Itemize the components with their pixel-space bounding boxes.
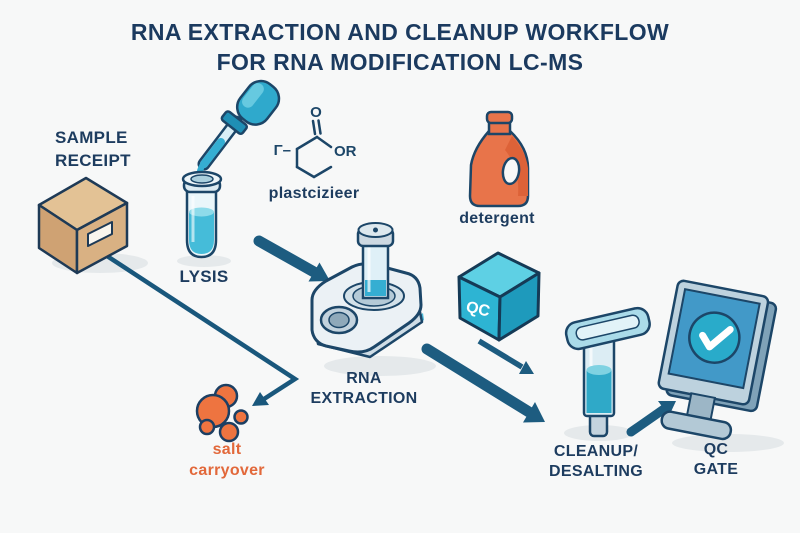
title-line1: RNA EXTRACTION AND CLEANUP WORKFLOW bbox=[130, 19, 670, 45]
detergent-label: detergent bbox=[459, 210, 535, 227]
qc-cube-icon: QC bbox=[457, 251, 541, 342]
ester-or-label: OR bbox=[334, 143, 357, 160]
title-line2: FOR RNA MODIFICATION LC-MS bbox=[216, 49, 584, 75]
qc-cube-label: QC bbox=[464, 299, 491, 321]
lysis-label: LYSIS bbox=[179, 267, 229, 286]
arrow-extraction-to-cleanup-icon bbox=[421, 343, 545, 423]
rna-extractor-icon bbox=[310, 222, 424, 359]
rna-extraction-label: RNA EXTRACTION bbox=[310, 370, 418, 407]
arrow-lysis-to-extraction-icon bbox=[253, 235, 330, 282]
left-group-label: Γ– bbox=[274, 142, 291, 159]
sample-box-icon bbox=[37, 176, 129, 275]
page-title: RNA EXTRACTION AND CLEANUP WORKFLOW FOR … bbox=[0, 17, 800, 77]
plasticizer-structure-icon: O OR Γ– bbox=[274, 104, 357, 179]
cleanup-desalting-label: CLEANUP/ DESALTING bbox=[549, 443, 643, 480]
contamination-arrow-icon bbox=[105, 254, 300, 406]
pipette-icon bbox=[196, 79, 281, 182]
spin-column-icon bbox=[564, 306, 651, 438]
arrow-cleanup-to-qcgate-icon bbox=[626, 401, 676, 437]
detergent-bottle-icon bbox=[468, 110, 530, 208]
salt-blobs-icon bbox=[195, 383, 249, 443]
arrow-cube-to-cleanup-icon bbox=[477, 338, 534, 374]
qc-monitor-icon bbox=[657, 279, 778, 441]
sample-receipt-label: SAMPLE RECEIPT bbox=[55, 128, 131, 170]
qc-gate-label: QC GATE bbox=[693, 441, 739, 478]
carbonyl-o-label: O bbox=[310, 104, 322, 121]
plasticizer-label: plastcizieer bbox=[268, 185, 360, 202]
lysis-tube-icon bbox=[181, 170, 223, 259]
salt-carryover-label: salt carryover bbox=[189, 441, 265, 479]
